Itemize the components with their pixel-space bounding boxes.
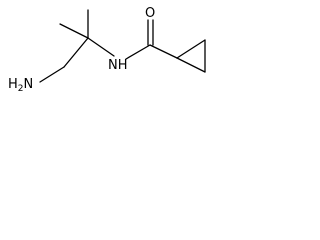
carbonyl-oxygen-label: O (145, 6, 155, 21)
amide-nh-label: NH (108, 58, 128, 73)
bond-amine-ch2 (39, 66, 65, 83)
amine-hydrogen-count: 2 (18, 84, 24, 94)
amine-label: H2N (8, 77, 33, 94)
bond-cyclopropane-upper (176, 39, 206, 59)
bond-cyclopropane-lower (176, 57, 206, 73)
bond-quaternary-methyl-left (59, 23, 89, 39)
amine-hydrogen: H (8, 77, 18, 92)
chemical-structure-drawing: H2N NH O (8, 6, 206, 94)
bond-nh-carbonyl-carbon (125, 44, 151, 60)
bond-ch2-quaternary-carbon (63, 37, 89, 68)
bond-carbonyl-cyclopropyl (149, 44, 178, 59)
bond-quaternary-carbon-nh (87, 37, 115, 57)
amine-nitrogen: N (24, 77, 34, 92)
